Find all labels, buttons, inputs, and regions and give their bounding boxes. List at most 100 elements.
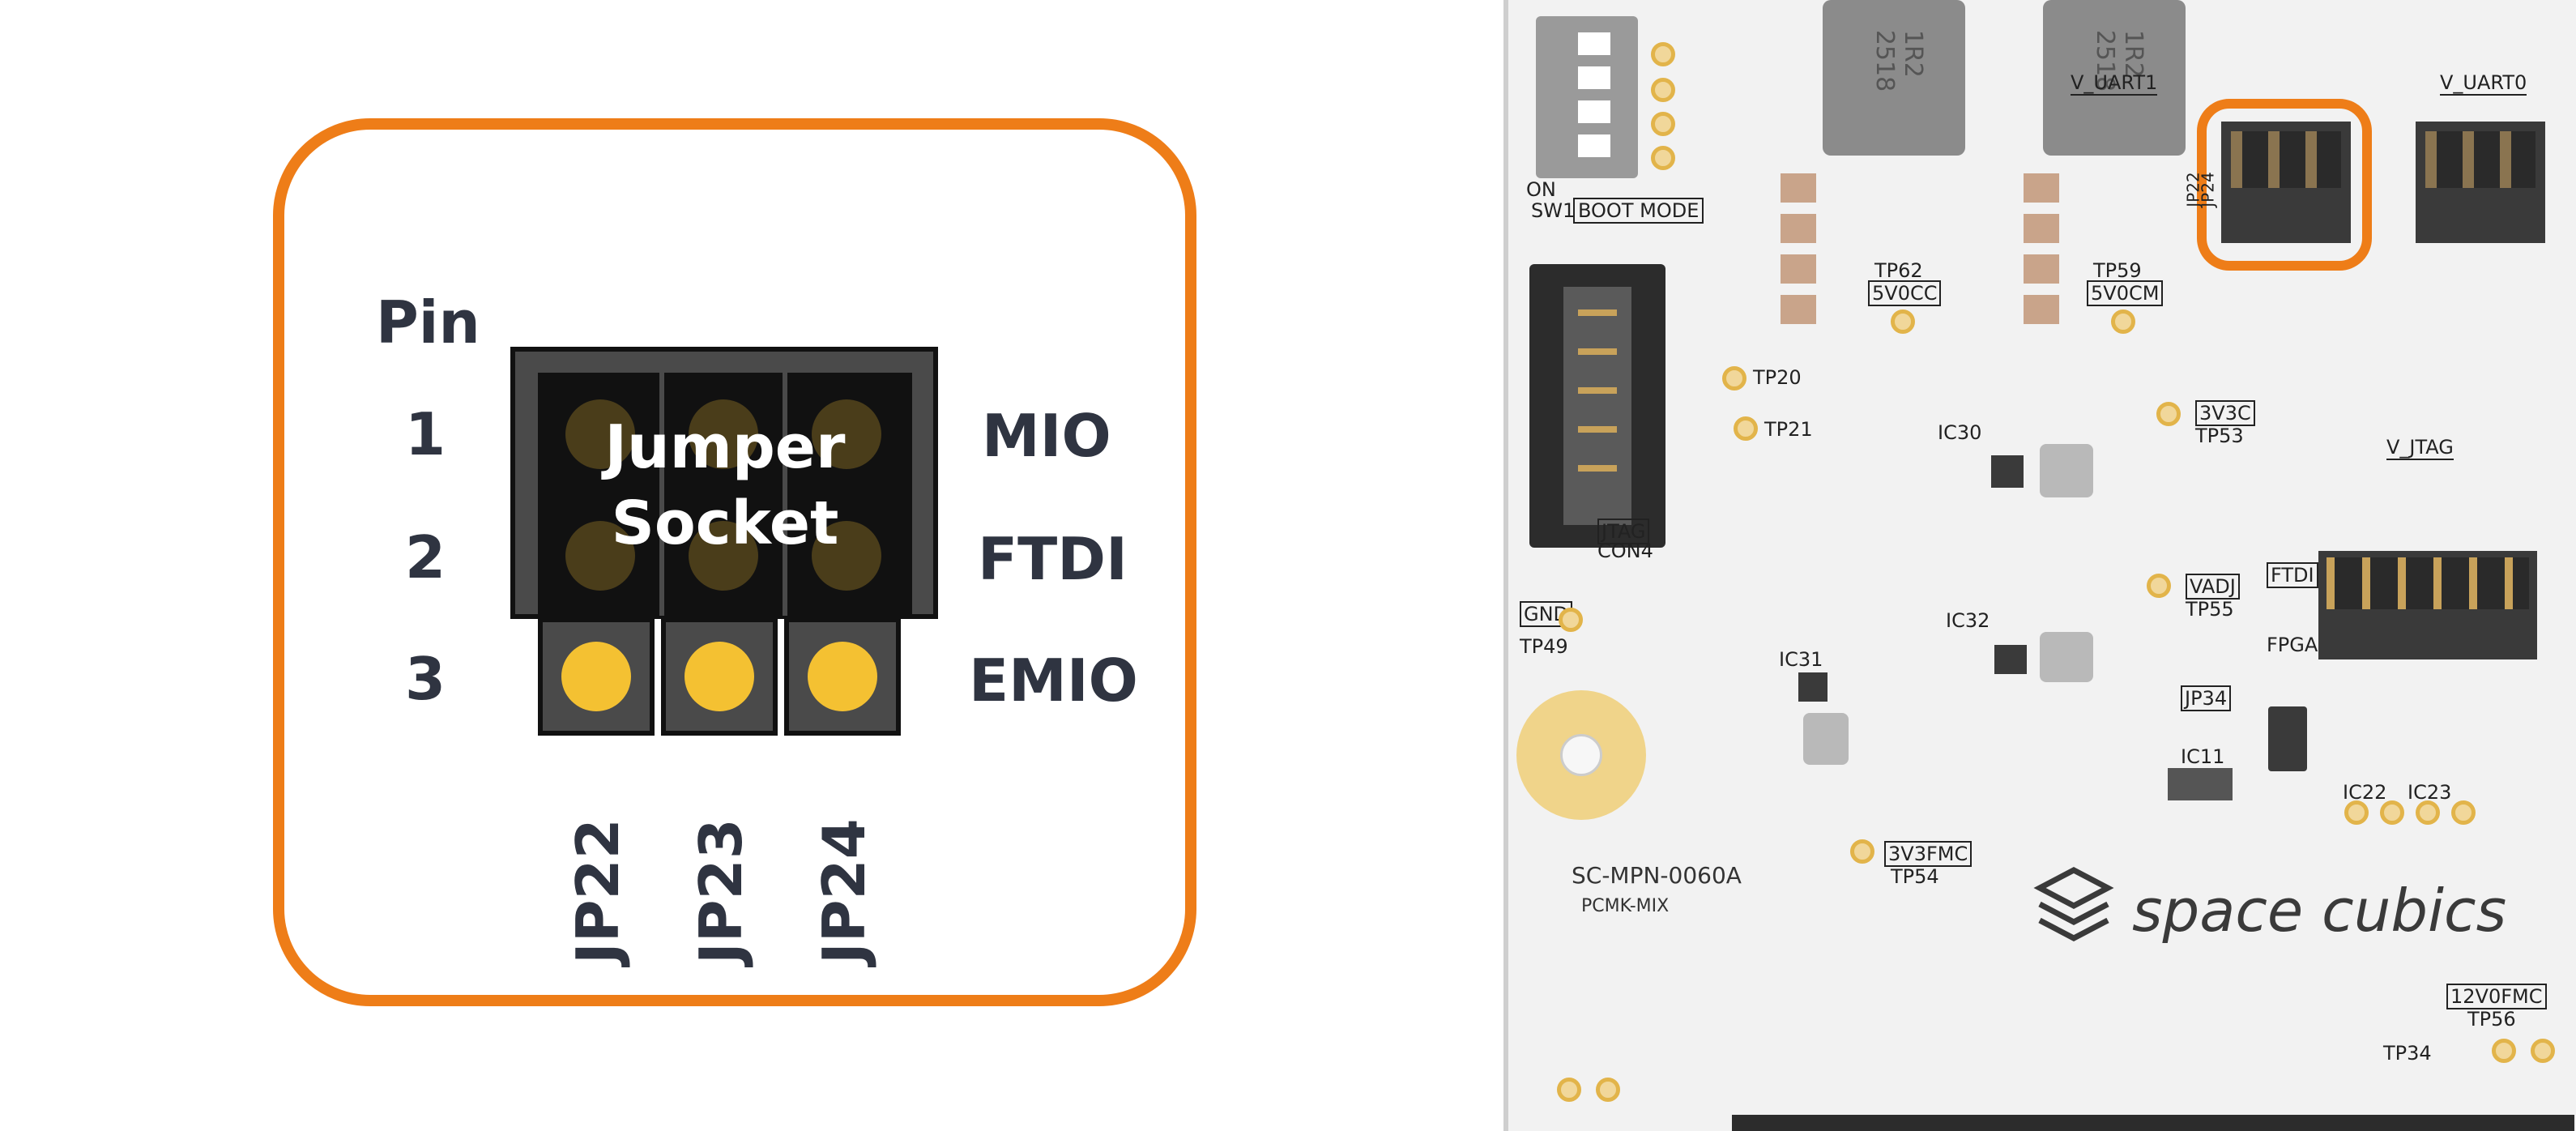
ic32-inductor (2040, 632, 2093, 682)
jumper-socket-label: Jumper Socket (538, 409, 912, 561)
pin-cell-r3c3 (784, 617, 901, 736)
inductor-2: 1R2 2518 (2043, 0, 2186, 156)
capacitor-column-1 (1781, 173, 1816, 335)
silk-con4: CON4 (1597, 540, 1653, 562)
silk-ftdi: FTDI (2267, 562, 2318, 588)
silk-ic30: IC30 (1938, 421, 1982, 444)
test-point-tp62 (1891, 309, 1915, 334)
silk-ic23: IC23 (2408, 781, 2452, 804)
silk-tp20: TP20 (1753, 366, 1802, 389)
pin-dot-r2c3 (812, 521, 881, 591)
board-photo: ON SW1 BOOT MODE 1R2 2518 1R2 2518 TP62 … (1508, 0, 2576, 1131)
test-point (2344, 800, 2369, 825)
silk-5v0cc: 5V0CC (1868, 280, 1942, 306)
jp34-component (2268, 706, 2307, 771)
silk-tp49: TP49 (1520, 635, 1568, 658)
silk-vadj: VADJ (2186, 574, 2240, 600)
ic11-chip (2168, 768, 2233, 800)
inductor-1: 1R2 2518 (1823, 0, 1965, 156)
test-point-tp53 (2156, 402, 2181, 426)
silk-boot-mode: BOOT MODE (1573, 198, 1704, 224)
test-point (2380, 800, 2404, 825)
test-point (1651, 146, 1675, 170)
pin-dot-r1c1 (565, 399, 635, 469)
capacitor-column-2 (2024, 173, 2059, 335)
test-point (2531, 1039, 2555, 1063)
socket-divider-2 (783, 373, 787, 616)
silk-v-jtag: V_JTAG (2386, 436, 2454, 460)
test-point (1557, 1078, 1581, 1102)
test-point-tp54 (1850, 839, 1874, 864)
silk-pcmk: PCMK-MIX (1581, 896, 1670, 916)
ic30-chip (1991, 455, 2024, 488)
ic31-inductor (1803, 713, 1849, 765)
silk-tp54: TP54 (1891, 865, 1939, 888)
test-point (1651, 42, 1675, 66)
silk-jtag: JTAG (1597, 519, 1650, 544)
jumper-label-jp24: JP24 (810, 818, 878, 964)
socket-divider-1 (659, 373, 664, 616)
row-label-ftdi: FTDI (978, 525, 1128, 593)
pin-number-2: 2 (405, 523, 446, 591)
test-point-tp59 (2111, 309, 2135, 334)
jumper-label-jp23: JP23 (687, 818, 755, 964)
fmc-connector (1732, 1115, 2574, 1131)
silk-model: SC-MPN-0060A (1572, 862, 1742, 889)
silk-ic32: IC32 (1946, 609, 1990, 632)
pin-dot-r3c3 (808, 642, 877, 711)
test-point-tp20 (1722, 366, 1746, 391)
pin-dot-r1c3 (812, 399, 881, 469)
pin-number-3: 3 (405, 645, 446, 713)
uart0-header-jumpers (2425, 131, 2535, 188)
test-point-tp55 (2147, 574, 2171, 598)
silk-tp62: TP62 (1874, 259, 1923, 282)
jumper-socket-line-2: Socket (611, 489, 839, 558)
test-point (2416, 800, 2440, 825)
silk-v-uart0: V_UART0 (2440, 71, 2527, 96)
silk-tp53: TP53 (2195, 425, 2244, 447)
mounting-hole-center (1560, 734, 1602, 776)
row-label-mio: MIO (982, 402, 1111, 470)
ic32-chip (1994, 645, 2027, 674)
silk-jp24: JP24 (2198, 172, 2218, 207)
uart1-header (2221, 122, 2351, 243)
mounting-hole (1516, 690, 1646, 820)
silk-tp55: TP55 (2186, 598, 2234, 621)
silk-12v0fmc: 12V0FMC (2446, 984, 2547, 1009)
silk-tp56: TP56 (2467, 1008, 2516, 1031)
silk-tp59: TP59 (2093, 259, 2142, 282)
v-jtag-header (2318, 551, 2537, 659)
pin-number-1: 1 (405, 400, 446, 468)
dip-switch-lever-4 (1578, 134, 1610, 157)
silk-ic31: IC31 (1779, 648, 1823, 671)
dip-switch-lever-3 (1578, 100, 1610, 123)
silk-sw1: SW1 (1531, 199, 1576, 222)
pin-dot-r2c1 (565, 521, 635, 591)
inductor-1-marking: 1R2 2518 (1870, 29, 1928, 92)
row-label-emio: EMIO (969, 647, 1138, 715)
test-point (1651, 78, 1675, 102)
silk-fpga: FPGA (2267, 634, 2318, 656)
silk-ic11: IC11 (2181, 745, 2225, 768)
brand-wordmark: space cubics (2132, 877, 2507, 945)
test-point-tp49 (1559, 608, 1583, 632)
test-point (1651, 112, 1675, 136)
silk-v-uart1: V_UART1 (2071, 71, 2158, 96)
test-point-tp34 (2492, 1039, 2516, 1063)
uart1-header-jumpers (2231, 131, 2341, 188)
jtag-connector (1529, 264, 1665, 548)
highlight-ring (2197, 99, 2372, 271)
pin-header-label: Pin (376, 288, 480, 356)
silk-on: ON (1526, 178, 1556, 201)
space-cubics-logo-icon (2033, 867, 2114, 941)
board-edge (1503, 0, 1508, 1131)
v-jtag-header-pins (2327, 557, 2529, 609)
dip-switch-lever-2 (1578, 66, 1610, 89)
dip-switch-lever-1 (1578, 32, 1610, 55)
silk-jp34: JP34 (2181, 685, 2232, 711)
test-point-tp21 (1734, 416, 1758, 441)
pin-dot-r2c2 (689, 521, 758, 591)
silk-tp21: TP21 (1764, 418, 1813, 441)
silk-3v3fmc: 3V3FMC (1884, 841, 1973, 867)
pin-dot-r1c2 (689, 399, 758, 469)
